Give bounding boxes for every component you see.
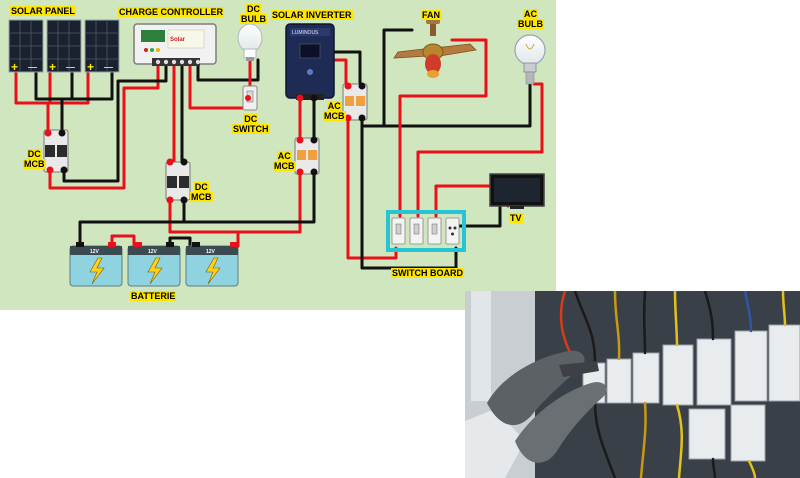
panel-plus: + xyxy=(87,60,94,74)
battery-1 xyxy=(69,242,123,287)
solar-panel-2 xyxy=(46,19,82,73)
fan-red xyxy=(398,38,488,218)
battery-rating: 12V xyxy=(206,249,216,255)
label-solar-panel: SOLAR PANEL xyxy=(10,6,76,16)
charge-controller: Solar xyxy=(133,23,217,66)
ceiling-fan xyxy=(393,18,477,78)
battery-link-1 xyxy=(110,234,136,248)
photo-illustration xyxy=(465,291,800,478)
controller-brand: Solar xyxy=(170,37,186,43)
solar-panel-3 xyxy=(84,19,120,73)
panel-string-black xyxy=(34,70,114,101)
mcb-to-battery-black xyxy=(78,198,186,248)
panel-minus: — xyxy=(28,62,37,72)
acbulb-red xyxy=(416,82,544,218)
tv xyxy=(489,173,545,209)
ac-mcb-right xyxy=(342,83,368,121)
mcb-to-board-red xyxy=(346,116,398,260)
solar-panels: + — + — + — xyxy=(8,19,120,74)
inverter-brand: LUMINOUS xyxy=(292,30,319,36)
label-tv: TV xyxy=(509,213,523,223)
controller-to-bulb-black xyxy=(196,58,260,82)
board-neutral-black xyxy=(360,124,458,270)
ac-bulb xyxy=(514,34,546,85)
solar-inverter: LUMINOUS xyxy=(285,23,335,100)
label-batterie: BATTERIE xyxy=(130,291,177,301)
batteries: 12V 12V 12V xyxy=(69,242,239,287)
solar-panel-1 xyxy=(8,19,44,73)
panel-plus: + xyxy=(49,60,56,74)
mcb-to-controller-red xyxy=(48,64,160,190)
battery-2 xyxy=(127,242,181,287)
battery-to-mcb-red xyxy=(168,170,302,234)
label-charge-controller: CHARGE CONTROLLER xyxy=(118,7,224,17)
battery-3 xyxy=(185,242,239,287)
switch-board xyxy=(386,210,466,252)
solar-wiring-diagram: + — + — + — Solar LUMINOUS xyxy=(0,0,556,310)
dc-mcb-left xyxy=(43,129,69,173)
inverter-to-mcb-black xyxy=(332,50,362,88)
electrician-photo xyxy=(465,291,800,478)
panel-minus: — xyxy=(104,62,113,72)
inverter-to-mcb-red xyxy=(332,58,348,88)
label-switch-board: SWITCH BOARD xyxy=(391,268,464,278)
fan-black xyxy=(382,28,414,128)
label-fan: FAN xyxy=(421,10,441,20)
battery-rating: 12V xyxy=(90,249,100,255)
label-solar-inverter: SOLAR INVERTER xyxy=(271,10,353,20)
wiring-canvas: + — + — + — Solar LUMINOUS xyxy=(8,18,546,287)
wires xyxy=(14,28,544,270)
panel-minus: — xyxy=(66,62,75,72)
panel-plus: + xyxy=(11,60,18,74)
battery-rating: 12V xyxy=(148,249,158,255)
battery-to-mcb-black xyxy=(182,170,316,224)
ac-mcb-left xyxy=(294,137,320,175)
mcb-to-controller-black xyxy=(62,64,168,183)
terminal-dots xyxy=(44,82,366,204)
dc-bulb xyxy=(237,23,263,61)
dc-mcb-center xyxy=(165,161,191,201)
tv-black xyxy=(454,204,502,228)
mcb-to-board-black xyxy=(360,82,532,128)
